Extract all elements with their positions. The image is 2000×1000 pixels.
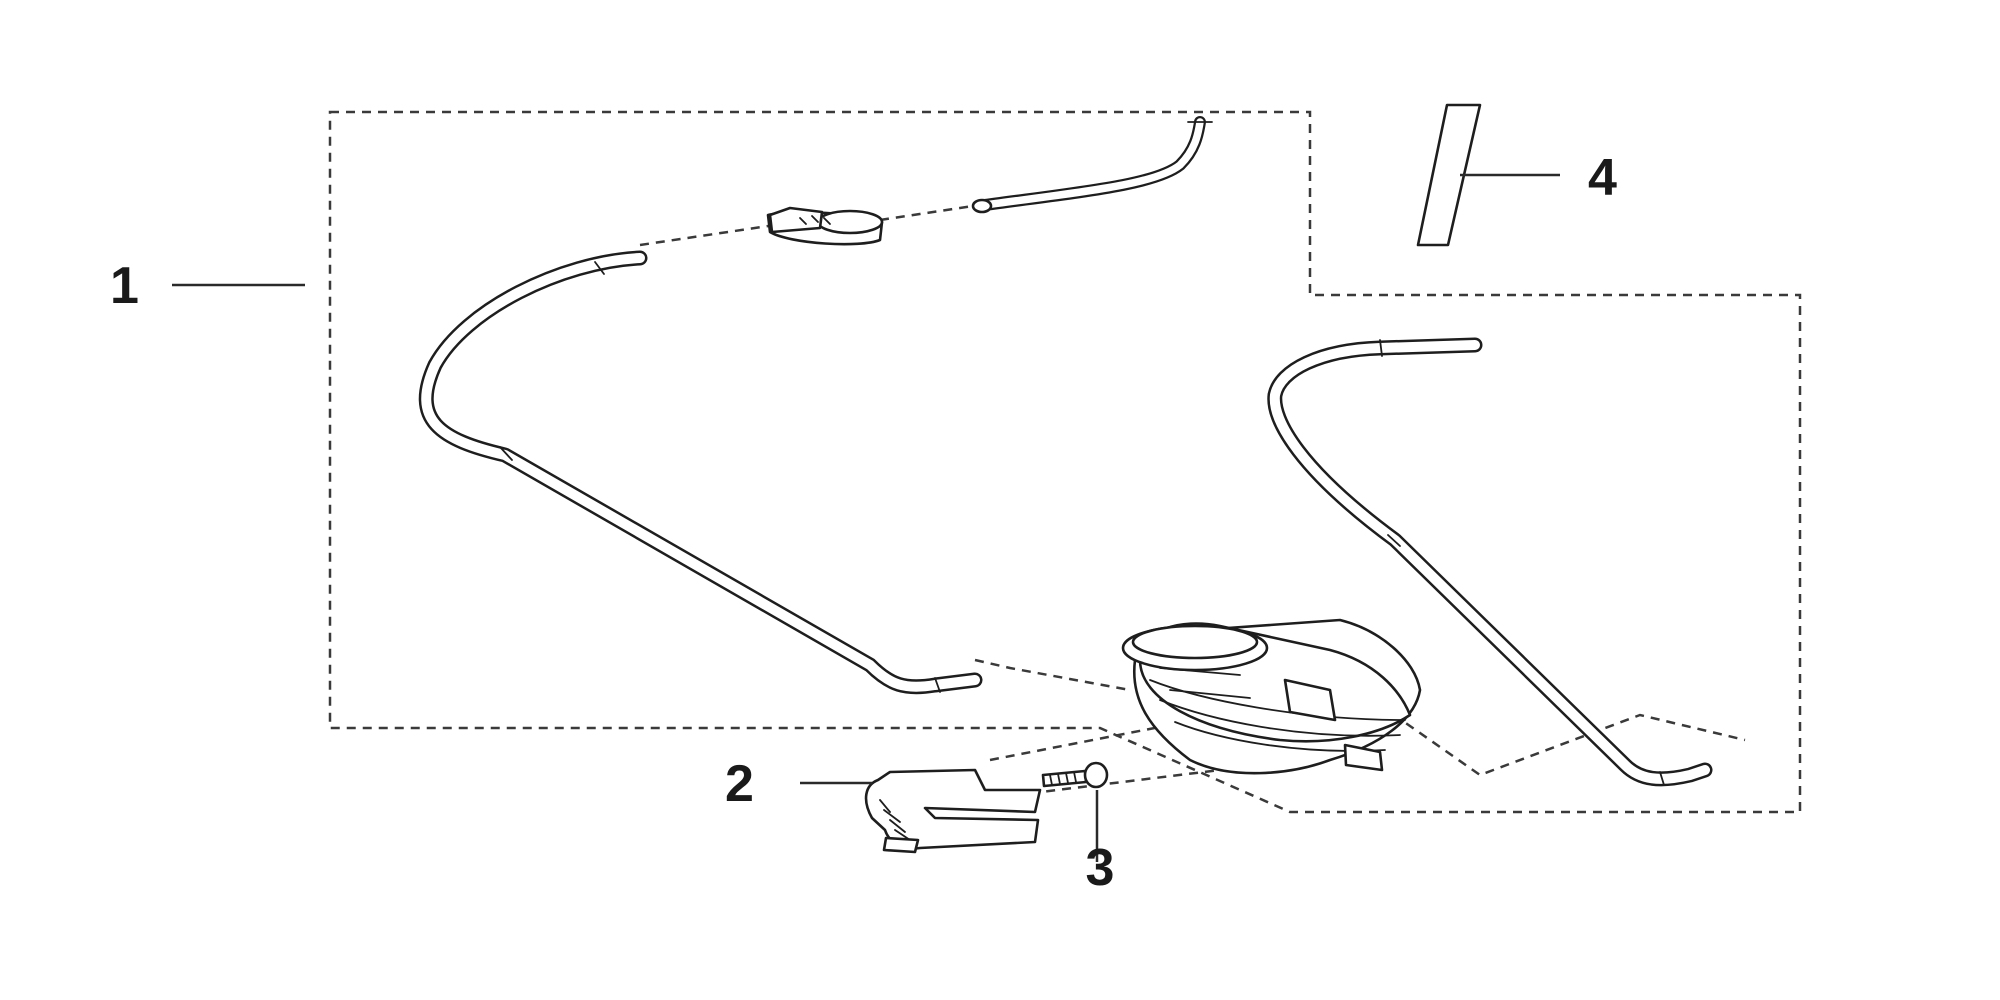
right-curved-tube	[1267, 337, 1713, 787]
callout-4: 4	[1588, 149, 1617, 207]
part-2-bracket	[864, 768, 1042, 854]
top-hose	[971, 116, 1213, 214]
hose-clamp	[766, 206, 884, 246]
callout-1: 1	[110, 257, 139, 315]
callout-2: 2	[725, 755, 754, 813]
callout-3: 3	[1086, 839, 1115, 897]
left-curved-tube	[418, 250, 983, 695]
leader-lines	[172, 173, 1560, 862]
explosion-lines	[639, 203, 1746, 807]
filter-pump-assembly	[1121, 618, 1422, 775]
assembly-1-boundary	[328, 110, 1802, 814]
part-3-screw	[1041, 761, 1109, 789]
part-4-straight-tube	[1416, 103, 1482, 247]
